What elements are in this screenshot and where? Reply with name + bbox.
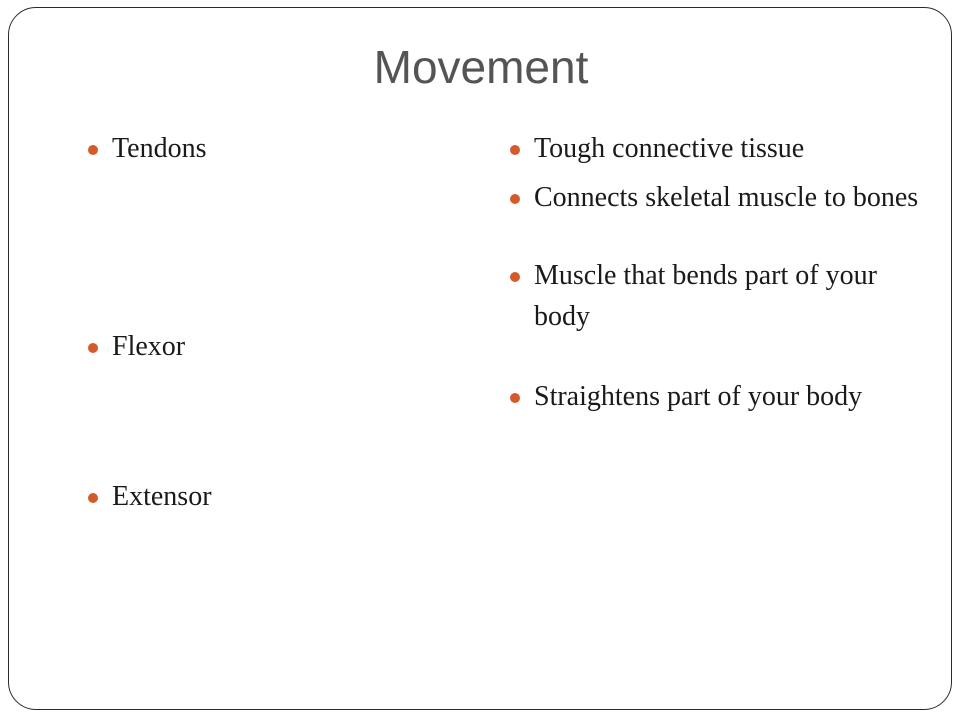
definition-text: Connects skeletal muscle to bones <box>534 182 919 213</box>
definition-item: Straightens part of your body <box>510 376 934 417</box>
definition-text: Straightens part of your body <box>534 381 863 412</box>
definitions-list: Tough connective tissue Connects skeleta… <box>510 121 934 417</box>
term-item: Tendons <box>88 128 472 169</box>
bullet-icon <box>88 145 98 155</box>
definition-item: Connects skeletal muscle to bones <box>510 177 934 218</box>
definition-text: Tough connective tissue <box>534 133 805 164</box>
definition-item: Tough connective tissue <box>510 128 934 169</box>
bullet-icon <box>88 493 98 503</box>
term-text: Flexor <box>112 331 186 362</box>
term-item: Extensor <box>88 476 472 517</box>
term-item: Flexor <box>88 326 472 367</box>
bullet-icon <box>88 343 98 353</box>
terms-list: Tendons Flexor Extensor <box>88 121 472 517</box>
slide-frame: Movement Tendons Flexor Extensor Tough c… <box>8 7 952 710</box>
term-text: Extensor <box>112 481 212 512</box>
bullet-icon <box>510 145 520 155</box>
term-text: Tendons <box>112 133 207 164</box>
bullet-icon <box>510 393 520 403</box>
bullet-icon <box>510 272 520 282</box>
definition-item: Muscle that bends part of your body <box>510 255 934 337</box>
definition-text: Muscle that bends part of your body <box>534 260 877 332</box>
slide-title: Movement <box>373 41 589 93</box>
bullet-icon <box>510 194 520 204</box>
